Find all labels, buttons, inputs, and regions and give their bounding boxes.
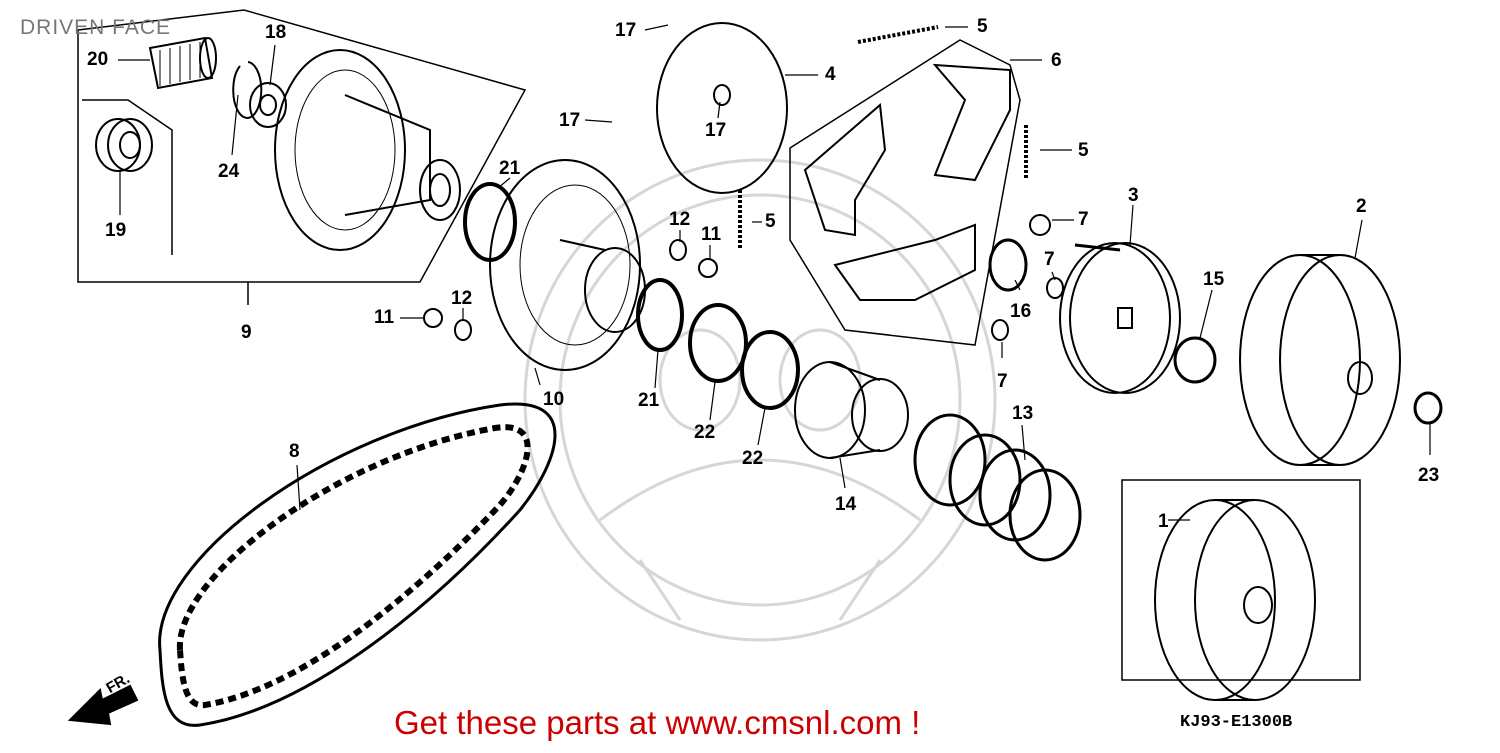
clutch-shoe-6a — [932, 63, 1011, 182]
part-label-12b: 12 — [451, 288, 473, 309]
drive-plate-3 — [1059, 242, 1181, 394]
part-label-6: 6 — [1051, 50, 1062, 71]
collar-7b — [1046, 277, 1064, 299]
bearing-18 — [249, 82, 287, 128]
part-label-20: 20 — [87, 49, 109, 70]
nut-15 — [1173, 336, 1217, 384]
part-label-1: 1 — [1158, 511, 1169, 532]
part-label-2: 2 — [1356, 196, 1367, 217]
diagram-code: KJ93-E1300B — [1180, 713, 1293, 732]
part-label-14: 14 — [835, 494, 857, 515]
front-direction-arrow — [67, 684, 139, 726]
watermark-logo — [523, 158, 997, 642]
bearing-19 — [95, 118, 153, 172]
part-label-21a: 21 — [499, 158, 521, 179]
collar-7c — [991, 319, 1009, 341]
spring-5a — [857, 25, 939, 44]
oil-seal-21b — [636, 278, 684, 352]
part-label-9: 9 — [241, 322, 252, 343]
collar-7a — [1029, 214, 1051, 236]
part-label-5a: 5 — [977, 16, 988, 37]
part-label-18: 18 — [265, 22, 287, 43]
part-label-7b: 7 — [1044, 249, 1055, 270]
part-label-22a: 22 — [694, 422, 716, 443]
side-plate-4 — [656, 22, 788, 194]
guide-roller-12b — [454, 319, 472, 341]
part-label-19: 19 — [105, 220, 127, 241]
part-label-12a: 12 — [669, 209, 691, 230]
spring-13 — [913, 413, 1082, 562]
clutch-shoe-6c — [833, 223, 976, 301]
part-1-frame — [1121, 479, 1361, 681]
part-label-15: 15 — [1203, 269, 1225, 290]
part-label-5c: 5 — [765, 211, 776, 232]
clutch-shoe-frame — [789, 39, 1021, 346]
assembly-9-frame — [77, 9, 527, 305]
part-label-11b: 11 — [374, 307, 395, 328]
part-label-4: 4 — [825, 64, 836, 85]
driven-face-9 — [274, 49, 461, 251]
circlip-24 — [232, 61, 263, 119]
guide-roller-12a — [669, 239, 687, 261]
part-label-24: 24 — [218, 161, 240, 182]
part-label-13: 13 — [1012, 403, 1034, 424]
o-ring-22a — [688, 303, 748, 383]
guide-pin-11a — [698, 258, 718, 278]
part-label-17b: 17 — [559, 110, 581, 131]
part-label-7a: 7 — [1078, 209, 1089, 230]
part-label-3: 3 — [1128, 185, 1139, 206]
part-label-7c: 7 — [997, 371, 1008, 392]
clutch-outer-2 — [1239, 254, 1401, 466]
clutch-shoe-6b — [803, 102, 887, 237]
guide-pin-11b — [423, 308, 443, 328]
nut-23 — [1413, 391, 1443, 425]
needle-bearing-20 — [148, 36, 217, 90]
driven-face-10 — [489, 159, 646, 371]
part-label-21b: 21 — [638, 390, 660, 411]
part-label-8: 8 — [289, 441, 300, 462]
part-label-16: 16 — [1010, 301, 1032, 322]
washer-16 — [988, 238, 1028, 292]
part-label-10: 10 — [543, 389, 565, 410]
o-ring-22b — [740, 330, 800, 410]
page-title: DRIVEN FACE — [20, 16, 172, 39]
part-label-5b: 5 — [1078, 140, 1089, 161]
part-label-17c: 17 — [705, 120, 727, 141]
drive-belt-8 — [158, 402, 557, 727]
part-label-23: 23 — [1418, 465, 1440, 486]
collar-14 — [794, 361, 909, 459]
clutch-outer-1 — [1154, 499, 1316, 701]
leader-lines — [118, 24, 1431, 521]
part-label-11a: 11 — [701, 224, 722, 245]
parts-shop-link[interactable]: Get these parts at www.cmsnl.com ! — [394, 704, 921, 741]
part-label-17a: 17 — [615, 20, 637, 41]
part-label-22b: 22 — [742, 448, 764, 469]
